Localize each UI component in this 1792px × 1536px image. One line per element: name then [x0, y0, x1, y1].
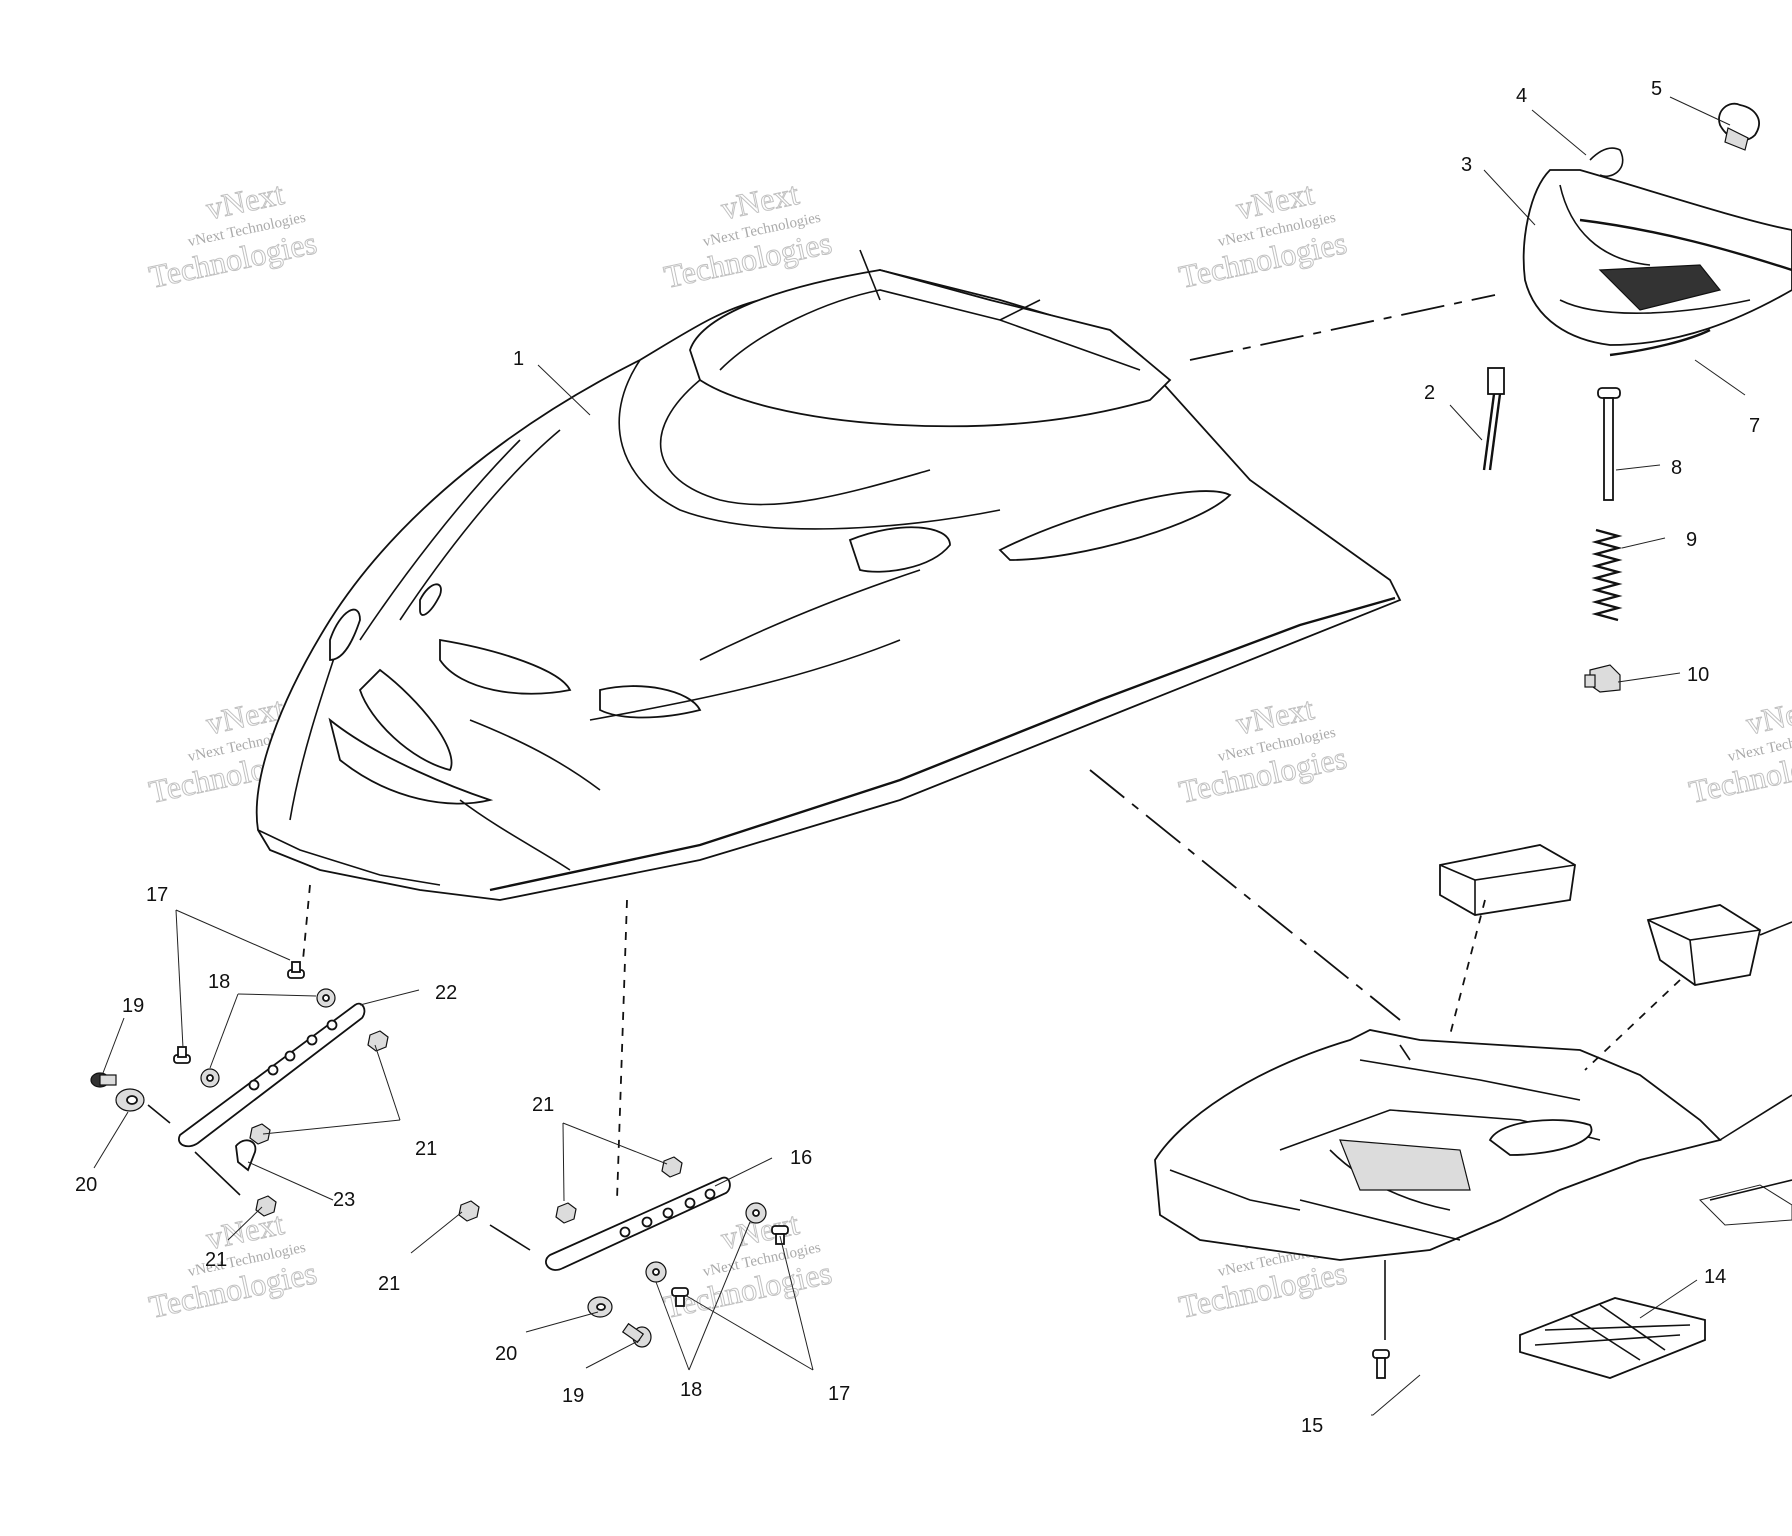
washer-part	[200, 1068, 220, 1088]
svg-text:vNext: vNext	[1743, 690, 1792, 741]
part-label: 21	[415, 1138, 437, 1160]
nut-part	[255, 1195, 277, 1217]
spring-part	[1591, 528, 1623, 622]
leader-lines	[93, 96, 1746, 1416]
block-part	[1646, 904, 1762, 986]
part-label: 5	[1651, 78, 1662, 100]
part-label: 4	[1516, 85, 1527, 107]
part-label: 16	[790, 1147, 812, 1169]
nut-part	[555, 1202, 577, 1224]
washer-part	[645, 1261, 667, 1283]
part-label: 2	[1424, 382, 1435, 404]
screw-part	[1372, 1349, 1390, 1379]
part-label: 15	[1301, 1415, 1323, 1437]
watermark: vNext vNext Technologies Technologies	[1175, 689, 1350, 810]
bracket-part	[178, 1002, 366, 1148]
part-label: 7	[1749, 415, 1760, 437]
bolt-part	[771, 1225, 789, 1245]
part-label: 17	[146, 884, 168, 906]
washer-part	[745, 1202, 767, 1224]
part-label: 22	[435, 982, 457, 1004]
watermark: vNext vNext Technologies Technologies	[145, 174, 320, 295]
bolt-part	[173, 1046, 191, 1064]
part-label: 1	[513, 348, 524, 370]
assembly-lines	[147, 294, 1792, 1340]
headlight-part	[1522, 102, 1792, 357]
tray-part	[1154, 1029, 1722, 1261]
watermark: vNext vNext Technologies Technologies	[660, 174, 835, 295]
nut-part	[661, 1156, 683, 1178]
knob-part	[1584, 664, 1621, 693]
nut-part	[458, 1200, 480, 1222]
grommet-part	[587, 1296, 613, 1318]
part-label: 17	[828, 1383, 850, 1405]
part-label: 18	[680, 1379, 702, 1401]
block-part	[1439, 844, 1576, 916]
decal-part	[1699, 1184, 1792, 1226]
stud-part	[90, 1072, 117, 1088]
part-label: 3	[1461, 154, 1472, 176]
part-label: 20	[75, 1174, 97, 1196]
grommet-part	[115, 1088, 145, 1112]
watermark: vNext vNext Technologies Technologies	[1175, 174, 1350, 295]
part-label: 10	[1687, 664, 1709, 686]
part-label: 14	[1704, 1266, 1726, 1288]
part-label: 21	[205, 1249, 227, 1271]
hood-part	[255, 249, 1402, 901]
part-label: 18	[208, 971, 230, 993]
part-label: 19	[122, 995, 144, 1017]
stud-part	[621, 1322, 652, 1348]
filter-plate-part	[1519, 1297, 1706, 1379]
part-label: 21	[532, 1094, 554, 1116]
washer-part	[316, 988, 336, 1008]
nut-part	[249, 1123, 271, 1145]
part-labels: 1 2 3 4 5 7 8 9 10 14 15 16 17 17 18 18 …	[75, 78, 1760, 1437]
bolt-part	[671, 1287, 689, 1307]
part-label: 23	[333, 1189, 355, 1211]
part-label: 8	[1671, 457, 1682, 479]
part-label: 20	[495, 1343, 517, 1365]
pin-part	[1597, 387, 1621, 501]
bolt-part	[287, 961, 305, 979]
watermark: vNext vNext Technologies Technologies	[1685, 689, 1792, 810]
part-label: 19	[562, 1385, 584, 1407]
part-label: 21	[378, 1273, 400, 1295]
wire-connector-part	[1482, 367, 1505, 471]
part-label: 9	[1686, 529, 1697, 551]
nut-part	[367, 1030, 389, 1052]
bracket-part	[545, 1176, 731, 1271]
clip-part	[235, 1139, 257, 1172]
